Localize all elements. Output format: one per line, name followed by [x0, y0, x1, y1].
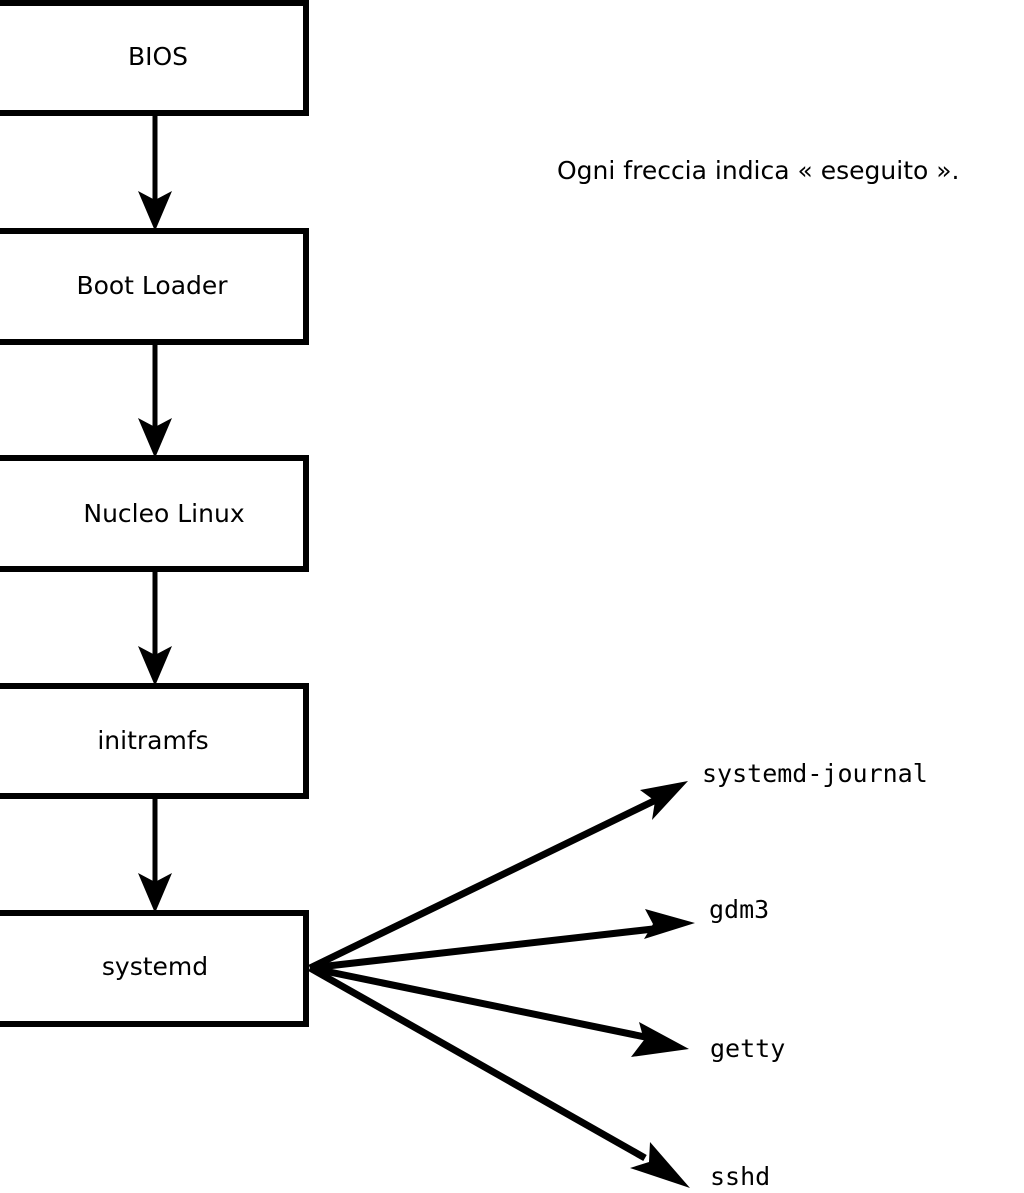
arrow-kernel-to-initramfs	[138, 569, 172, 686]
arrowhead-down-icon	[138, 418, 172, 458]
boot-loader-box-outline	[0, 228, 309, 345]
arrowhead-down-icon	[138, 646, 172, 686]
systemd-box-label: systemd	[102, 952, 208, 981]
arrow-systemd-to-gdm3	[309, 909, 695, 972]
service-label-systemd-journal: systemd-journal	[702, 759, 928, 788]
initramfs-box-label: initramfs	[97, 726, 208, 755]
arrowhead-down-right-icon	[631, 1022, 689, 1057]
arrow-systemd-to-getty	[309, 964, 689, 1057]
arrow-systemd-to-systemd-journal	[308, 781, 688, 972]
arrow-boot-loader-to-kernel	[138, 342, 172, 458]
systemd-box-outline	[0, 910, 309, 1027]
initramfs-box-outline	[0, 683, 309, 799]
arrowhead-right-icon	[644, 909, 695, 939]
stage-box-boot-loader[interactable]: Boot Loader	[0, 228, 309, 345]
bios-box-outline	[0, 0, 309, 116]
boot-loader-box-label: Boot Loader	[76, 271, 228, 300]
legend-note: Ogni freccia indica « eseguito ».	[557, 156, 960, 185]
arrowhead-down-right-icon	[630, 1142, 690, 1188]
arrow-systemd-to-sshd	[308, 964, 690, 1188]
service-label-getty: getty	[710, 1034, 785, 1063]
kernel-box-label: Nucleo Linux	[83, 499, 244, 528]
arrow-initramfs-to-systemd	[138, 796, 172, 913]
stage-box-kernel[interactable]: Nucleo Linux	[0, 455, 309, 572]
stage-box-systemd[interactable]: systemd	[0, 910, 309, 1027]
arrowhead-down-icon	[138, 191, 172, 231]
service-label-sshd: sshd	[710, 1162, 770, 1191]
stage-box-initramfs[interactable]: initramfs	[0, 683, 309, 799]
bios-box-label: BIOS	[128, 42, 188, 71]
stage-box-bios[interactable]: BIOS	[0, 0, 309, 116]
arrowhead-up-right-icon	[640, 781, 688, 820]
service-label-gdm3: gdm3	[709, 895, 769, 924]
arrowhead-down-icon	[138, 873, 172, 913]
arrow-bios-to-boot-loader	[138, 113, 172, 231]
kernel-box-outline	[0, 455, 309, 572]
